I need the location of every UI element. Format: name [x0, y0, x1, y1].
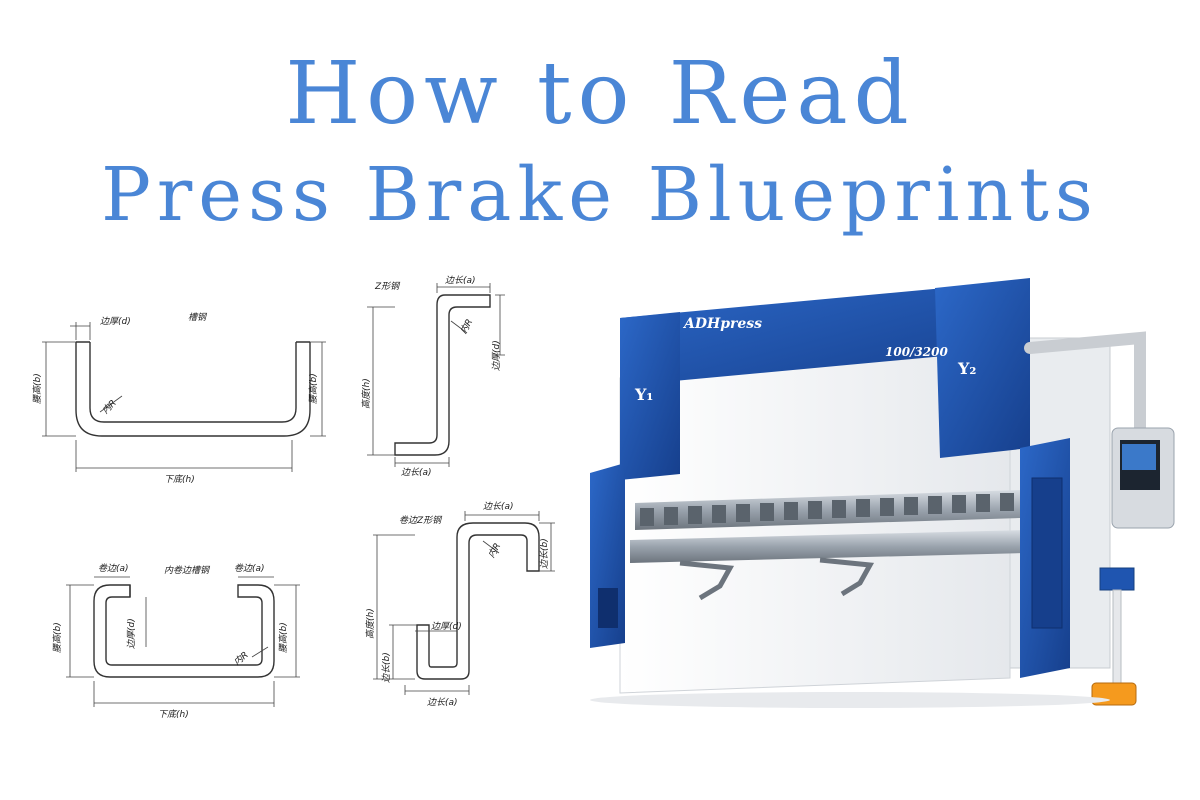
label-height-right: 腰高(b) — [278, 622, 289, 653]
channel-drawing: 边厚(d) 槽钢 腰高(b) 腰高(b) 内R 下底(h) — [32, 312, 326, 485]
label-thickness: 边厚(d) — [431, 621, 462, 632]
label-thickness: 边厚(d) — [126, 618, 137, 649]
label-height: 高度(h) — [361, 378, 372, 409]
press-brake-machine-image: ADHpress 100/3200 Y₁ Y₂ — [590, 278, 1175, 708]
lipped-channel-drawing: 卷边(a) 内卷边槽钢 卷边(a) 边厚(d) 腰高(b) 腰高(b) 内R 下… — [52, 563, 300, 720]
label-thickness: 边厚(d) — [100, 316, 131, 327]
label-radius: 内R — [458, 317, 475, 336]
label-lip-left: 卷边(a) — [98, 563, 129, 574]
drawing-name: Z形钢 — [374, 281, 401, 292]
machine-brand: ADHpress — [682, 316, 762, 332]
axis-label-right: Y₂ — [957, 359, 976, 378]
label-lip-right: 卷边(a) — [234, 563, 265, 574]
page-title-line2: Press Brake Blueprints — [101, 152, 1099, 238]
label-lip-right: 边长(b) — [539, 538, 550, 569]
page-title-line1: How to Read — [285, 44, 915, 144]
label-height: 高度(h) — [365, 608, 376, 639]
label-bottom: 下底(h) — [158, 709, 189, 720]
label-bottom: 边长(a) — [401, 467, 432, 478]
label-bottom: 下底(h) — [164, 474, 195, 485]
z-section-drawing: Z形钢 边长(a) 内R 边厚(d) 高度(h) 边长(a) — [361, 275, 505, 478]
label-height-left: 腰高(b) — [32, 373, 43, 404]
drawing-name: 卷边Z形钢 — [399, 515, 443, 526]
drawing-name: 槽钢 — [188, 312, 208, 323]
label-radius: 内R — [486, 541, 503, 560]
label-lip-left: 边长(b) — [381, 652, 392, 683]
label-top: 边长(a) — [483, 501, 514, 512]
drawing-name: 内卷边槽钢 — [164, 565, 211, 576]
label-thickness: 边厚(d) — [491, 340, 502, 371]
machine-model: 100/3200 — [885, 345, 948, 359]
axis-label-left: Y₁ — [634, 385, 653, 404]
lipped-z-drawing: 卷边Z形钢 边长(a) 内R 边长(b) 高度(h) 边厚(d) 边长(b) 边… — [365, 501, 555, 708]
label-top: 边长(a) — [445, 275, 476, 286]
label-height-right: 腰高(b) — [308, 373, 319, 404]
label-height-left: 腰高(b) — [52, 622, 63, 653]
label-bottom: 边长(a) — [427, 697, 458, 708]
